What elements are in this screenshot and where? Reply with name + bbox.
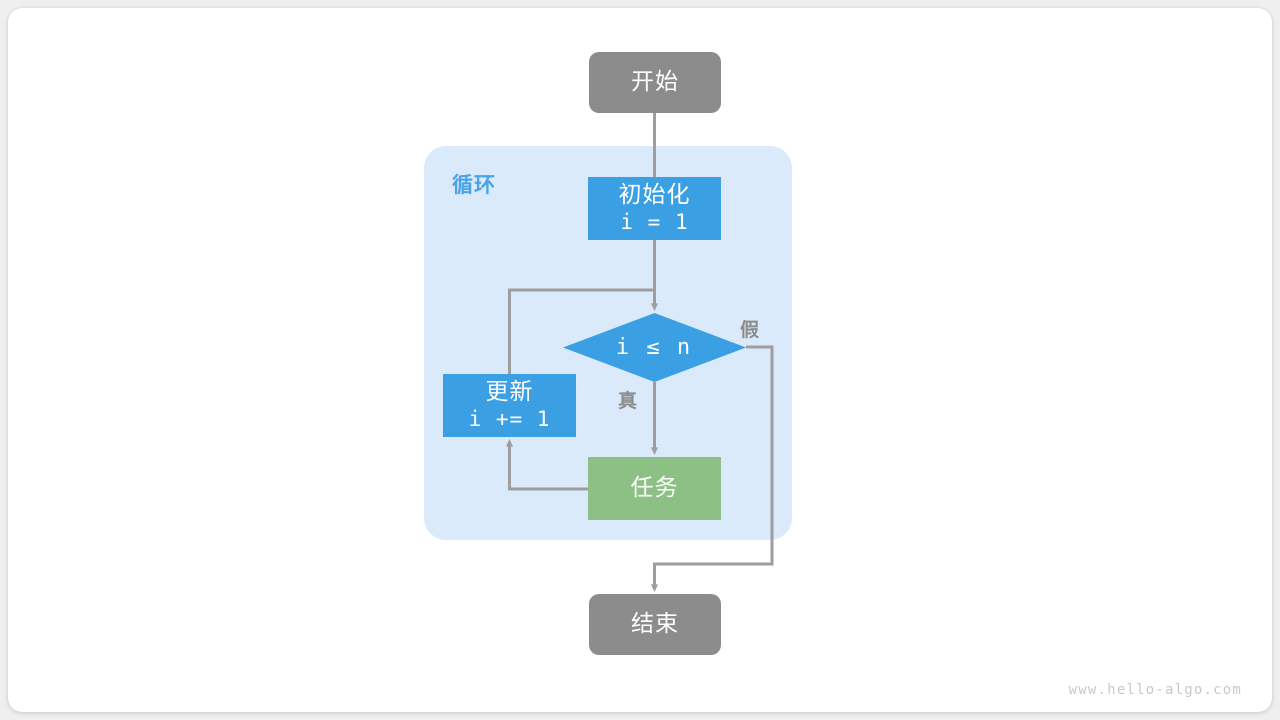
edge-label-false: 假	[740, 319, 761, 341]
watermark: www.hello-algo.com	[1068, 682, 1242, 698]
node-init-title: 初始化	[618, 182, 691, 209]
condition-diamond-shape	[563, 313, 746, 382]
node-end-label: 结束	[631, 610, 679, 637]
edge-update-to-condition	[508, 288, 655, 374]
node-start-label: 开始	[631, 68, 679, 95]
node-condition-expression: i ≤ n	[615, 335, 693, 360]
node-update[interactable]: 更新 i += 1	[443, 374, 576, 437]
node-init-expression: i = 1	[620, 210, 689, 235]
node-init[interactable]: 初始化 i = 1	[588, 177, 721, 240]
node-task-label: 任务	[630, 474, 679, 501]
edge-label-true: 真	[618, 390, 639, 412]
edge-task-to-update	[505, 438, 588, 491]
node-end[interactable]: 结束	[589, 594, 721, 655]
loop-container-label: 循环	[452, 173, 496, 197]
edge-condition-false-to-end	[650, 345, 774, 593]
node-update-title: 更新	[485, 379, 534, 406]
node-update-expression: i += 1	[468, 407, 551, 432]
node-condition[interactable]: i ≤ n	[562, 313, 746, 382]
node-start[interactable]: 开始	[589, 52, 721, 113]
node-task[interactable]: 任务	[588, 457, 721, 520]
